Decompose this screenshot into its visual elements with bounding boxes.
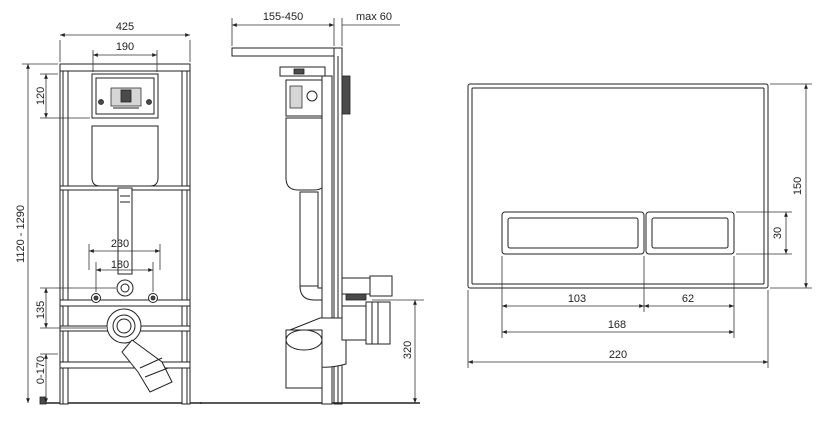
dim-large-button-width: 103 (568, 293, 586, 305)
dim-opening-width: 190 (116, 41, 134, 53)
side-outlet-fitting (341, 305, 369, 341)
frame-right-upright (181, 63, 191, 405)
flush-plate (467, 83, 769, 289)
frame-left-upright (59, 63, 69, 405)
dim-max-wall: max 60 (356, 11, 392, 23)
dim-pipe-spacing: 230 (111, 238, 129, 250)
dim-plate-width: 220 (609, 349, 627, 361)
flush-button-large (501, 211, 645, 255)
dim-outlet-height: 320 (402, 341, 414, 359)
dim-frame-width: 425 (116, 21, 134, 33)
wall-top (231, 47, 343, 57)
side-cistern (285, 117, 327, 191)
drain-elbow (121, 339, 173, 393)
dim-opening-height: 120 (35, 87, 47, 105)
flush-plate-view: 150 30 103 62 168 220 (467, 83, 812, 368)
side-flush-plate (341, 75, 351, 115)
floor-mark (39, 396, 47, 405)
dim-buttons-width: 168 (608, 319, 626, 331)
dim-stud-spacing: 180 (111, 259, 129, 271)
flush-button-small (645, 211, 735, 255)
side-flush-pipe (299, 191, 319, 289)
dim-plate-height: 150 (792, 177, 804, 195)
side-view: 155-450 max 60 320 (200, 11, 424, 405)
dim-small-button-width: 62 (682, 293, 694, 305)
front-view: 425 190 120 1120 - 1290 230 180 135 (15, 21, 202, 405)
cistern-tank (91, 125, 159, 187)
side-connector (369, 275, 393, 297)
dim-button-height: 30 (772, 227, 784, 239)
dim-adjust-range: 0-170 (35, 356, 47, 384)
dim-stud-height: 135 (35, 301, 47, 319)
dim-total-height: 1120 - 1290 (15, 205, 27, 263)
frame-top-rail (59, 63, 191, 72)
dim-install-depth: 155-450 (263, 11, 303, 23)
